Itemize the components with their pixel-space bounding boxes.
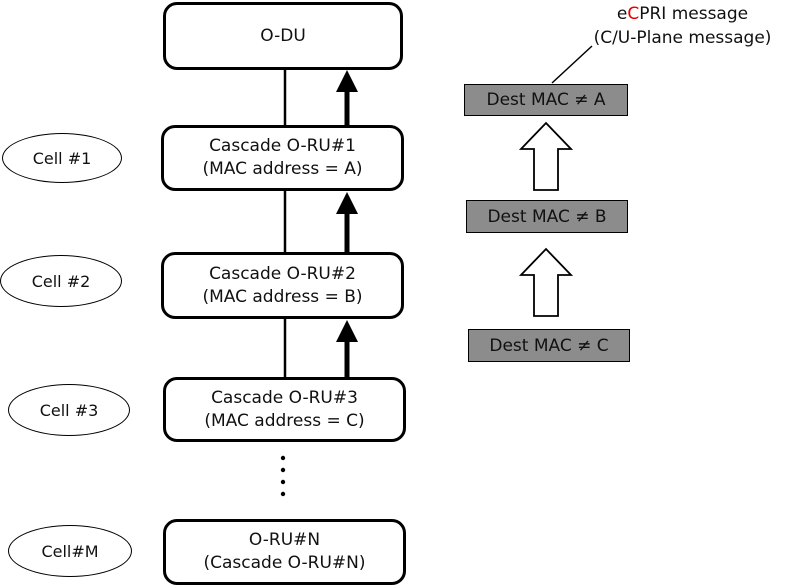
oru3-mac: (MAC address = C) [204, 410, 365, 431]
ellipsis-dots [280, 455, 286, 497]
ecpri-subtitle: (C/U-Plane message) [593, 28, 772, 48]
cell-m: Cell#M [8, 525, 132, 577]
oru1-node: Cascade O-RU#1 (MAC address = A) [161, 125, 404, 191]
ecpri-callout: eCPRI message (C/U-Plane message) [575, 2, 790, 50]
uplink-arrow [336, 192, 358, 252]
oru2-node: Cascade O-RU#2 (MAC address = B) [161, 252, 404, 319]
callout-line [551, 45, 593, 84]
cell-3: Cell #3 [8, 384, 130, 436]
oru3-node: Cascade O-RU#3 (MAC address = C) [163, 377, 406, 442]
message-b: Dest MAC ≠ B [466, 200, 628, 233]
uplink-arrow [336, 70, 358, 126]
message-a-label: Dest MAC ≠ A [486, 90, 606, 110]
uplink-arrow [336, 320, 358, 378]
cell-1-label: Cell #1 [32, 148, 92, 168]
ecpri-title: eCPRI message [616, 4, 749, 24]
hollow-arrow [518, 121, 574, 191]
message-b-label: Dest MAC ≠ B [487, 206, 607, 227]
oru2-name: Cascade O-RU#2 [209, 263, 356, 284]
message-c-label: Dest MAC ≠ C [489, 335, 609, 356]
orun-alias: (Cascade O-RU#N) [203, 553, 366, 573]
oru1-mac: (MAC address = A) [202, 159, 363, 179]
oru1-name: Cascade O-RU#1 [209, 136, 356, 156]
odu-label: O-DU [260, 25, 306, 46]
hollow-arrow [518, 247, 574, 317]
message-a: Dest MAC ≠ A [464, 84, 628, 116]
odu-node: O-DU [163, 2, 403, 70]
cell-2: Cell #2 [0, 255, 122, 307]
oru3-name: Cascade O-RU#3 [211, 387, 358, 408]
cell-1: Cell #1 [2, 133, 122, 183]
cell-m-label: Cell#M [41, 541, 99, 561]
orun-name: O-RU#N [248, 530, 321, 550]
cell-3-label: Cell #3 [39, 400, 99, 420]
oru2-mac: (MAC address = B) [202, 286, 363, 307]
ecpri-highlight: C [627, 4, 640, 24]
message-c: Dest MAC ≠ C [468, 329, 630, 362]
orun-node: O-RU#N (Cascade O-RU#N) [163, 519, 406, 585]
cell-2-label: Cell #2 [31, 271, 91, 291]
